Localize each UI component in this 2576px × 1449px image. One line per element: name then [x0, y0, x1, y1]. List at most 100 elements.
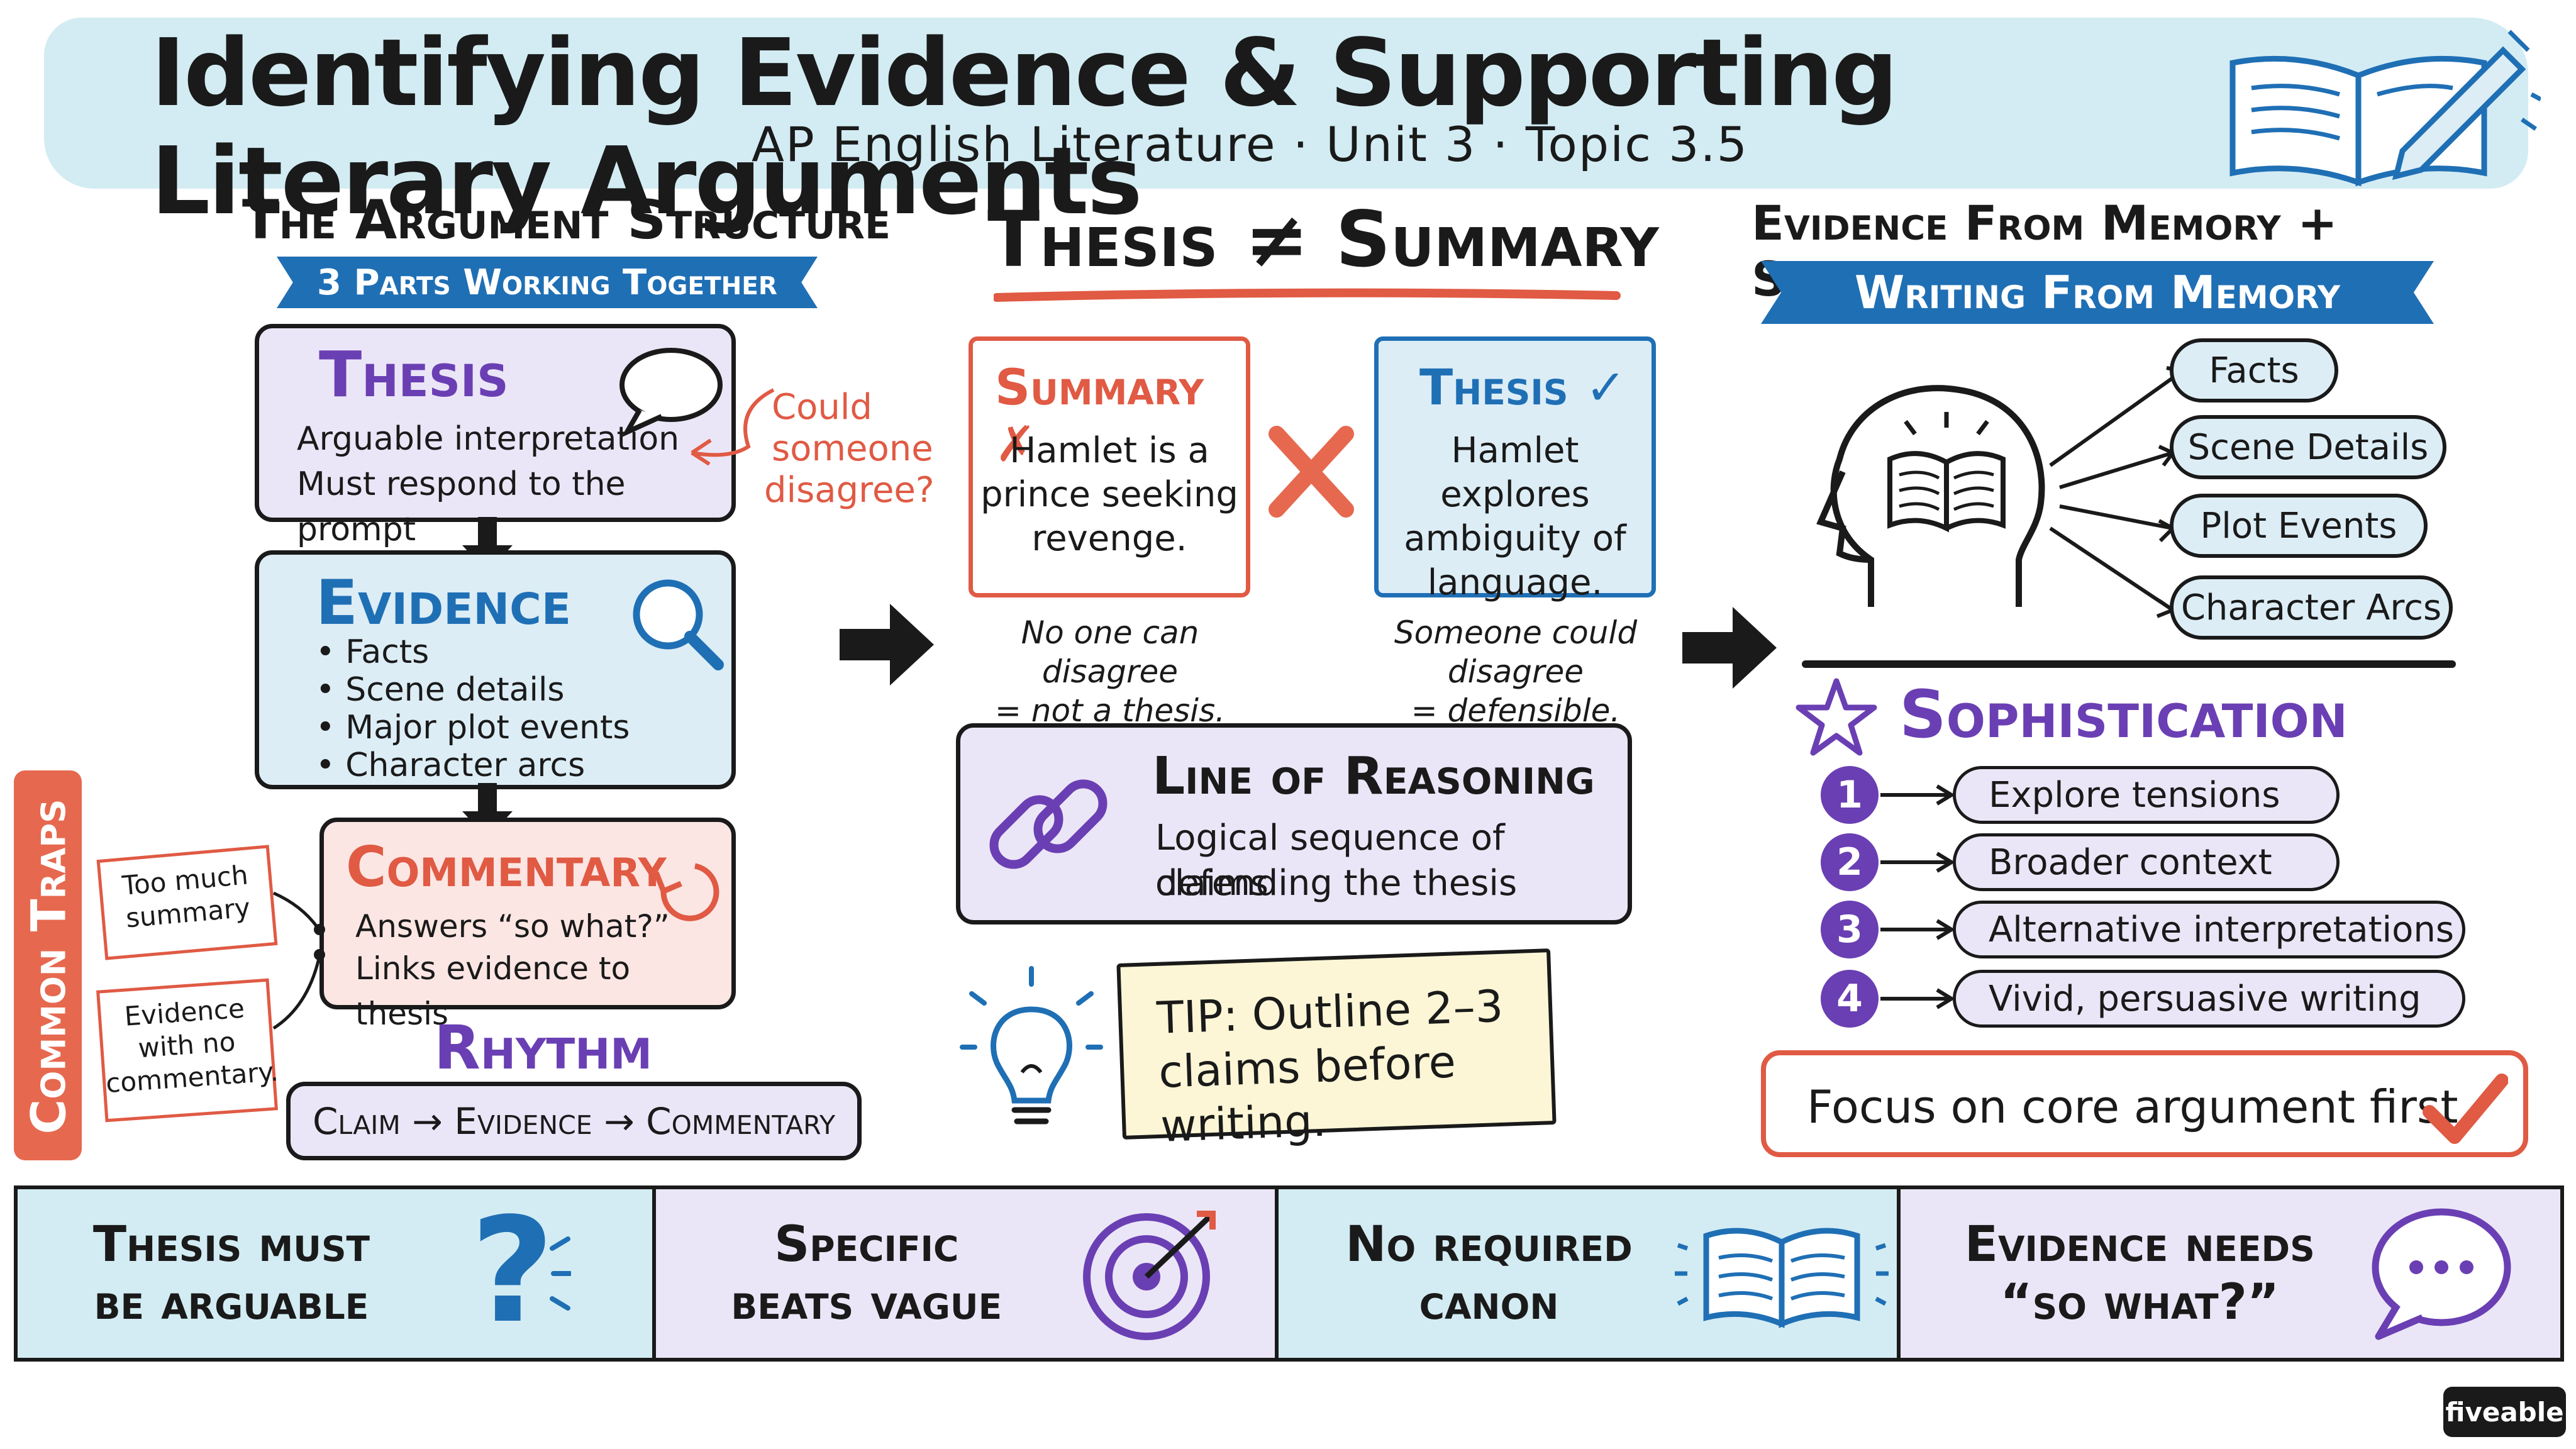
- thesis-example-line: language.: [1427, 562, 1603, 603]
- takeaway-line: No required: [1345, 1216, 1633, 1273]
- takeaway-line: be arguable: [94, 1274, 369, 1331]
- note-line: No one can disagree: [1021, 614, 1199, 690]
- head-book-icon: [1816, 385, 2045, 607]
- list-item: Facts: [316, 633, 630, 671]
- memory-arrows: [2049, 366, 2185, 618]
- magnifier-icon: [633, 579, 724, 670]
- callout-line-3: disagree?: [764, 470, 935, 511]
- list-item: Scene details: [316, 671, 630, 709]
- takeaway-line: Thesis must: [92, 1216, 370, 1273]
- right-arrow-icon: [840, 604, 934, 686]
- summary-line: revenge.: [1031, 518, 1187, 559]
- commentary-title: Commentary: [346, 835, 667, 899]
- callout-line-2: someone: [772, 428, 933, 469]
- takeaway-label: Thesis must be arguable: [18, 1216, 445, 1331]
- thesis-line-2: Must respond to the prompt: [297, 465, 626, 548]
- list-item: Major plot events: [316, 709, 630, 747]
- tip-note: TIP: Outline 2–3 claims before writing.: [1116, 948, 1557, 1152]
- sophistication-item: Vivid, persuasive writing: [1953, 970, 2465, 1028]
- summary-title: Summary ✗: [995, 360, 1204, 473]
- thesis-example: Hamlet explores ambiguity of language.: [1379, 429, 1652, 605]
- parts-ribbon: 3 Parts Working Together: [277, 257, 818, 308]
- checkmark-icon: [2423, 1074, 2508, 1144]
- key-takeaways-strip: Thesis must be arguable ? Specific beats…: [14, 1185, 2564, 1362]
- step-number: 1: [1821, 766, 1879, 824]
- list-item: Character arcs: [316, 747, 630, 784]
- takeaway-line: canon: [1419, 1274, 1559, 1331]
- line-of-reasoning-box: Line of Reasoning Logical sequence of cl…: [956, 723, 1632, 924]
- heading-underline: [994, 288, 1621, 302]
- callout-arrow-icon: [691, 388, 775, 465]
- thesis-example-line: ambiguity of: [1404, 518, 1626, 559]
- common-traps-label: Common Traps: [20, 799, 77, 1135]
- note-line: = defensible.: [1411, 692, 1621, 729]
- lightbulb-icon: [960, 966, 1103, 1124]
- step-arrows: [1880, 784, 1955, 1009]
- commentary-line-2: Links evidence to thesis: [355, 950, 631, 1032]
- question-mark-icon: ?: [470, 1204, 571, 1343]
- tip-line: claims before writing.: [1157, 1036, 1457, 1152]
- takeaway-line: Specific: [774, 1216, 959, 1273]
- argument-structure-heading: The Argument Structure: [242, 189, 891, 252]
- takeaway-label: Specific beats vague: [656, 1216, 1077, 1331]
- thesis-summary-heading: Thesis ≠ Summary: [987, 195, 1659, 284]
- reasoning-line-1: Logical sequence of claims: [1155, 818, 1505, 904]
- svg-text:?: ?: [470, 1204, 554, 1343]
- sophistication-item: Alternative interpretations: [1953, 901, 2465, 958]
- focus-text: Focus on core argument first.: [1807, 1080, 2473, 1133]
- speech-bubble-dots-icon: [2372, 1208, 2511, 1340]
- reasoning-title: Line of Reasoning: [1152, 747, 1595, 806]
- open-book-icon: [1674, 1228, 1889, 1328]
- summary-example: Hamlet is a prince seeking revenge.: [973, 429, 1246, 561]
- thesis-line-1: Arguable interpretation: [297, 420, 680, 458]
- disagree-callout: Could someone disagree?: [764, 387, 935, 511]
- thesis-title: Thesis: [319, 338, 509, 411]
- trap-card-summary: Too much summary: [96, 845, 278, 960]
- reasoning-line-2: defending the thesis: [1155, 863, 1518, 904]
- takeaway-so-what: Evidence needs “so what?”: [1901, 1189, 2560, 1358]
- circular-arrow-icon: [653, 863, 719, 921]
- section-divider: [1802, 660, 2456, 668]
- takeaway-line: “so what?”: [2000, 1274, 2280, 1331]
- summary-line: Hamlet is a: [1009, 430, 1209, 471]
- takeaway-line: beats vague: [731, 1274, 1002, 1331]
- takeaway-specific: Specific beats vague: [655, 1189, 1279, 1358]
- page-title: Identifying Evidence & Supporting Litera…: [151, 19, 1898, 235]
- page-subtitle: AP English Literature · Unit 3 · Topic 3…: [752, 116, 1749, 172]
- evidence-list: Facts Scene details Major plot events Ch…: [316, 633, 630, 784]
- takeaway-label: Evidence needs “so what?”: [1901, 1216, 2353, 1331]
- commentary-box: Commentary Answers “so what?” Links evid…: [319, 818, 736, 1032]
- summary-box: Summary ✗ Hamlet is a prince seeking rev…: [969, 336, 1250, 597]
- evidence-title: Evidence: [316, 567, 571, 639]
- book-pencil-icon: [2229, 30, 2541, 187]
- takeaway-canon: No required canon: [1278, 1189, 1901, 1358]
- speech-bubble-icon: [619, 348, 723, 438]
- star-icon: [1796, 678, 1877, 756]
- tip-text: TIP: Outline 2–3 claims before writing.: [1156, 977, 1553, 1153]
- common-traps-tab: [14, 770, 82, 1160]
- memory-pill-scene-details: Scene Details: [2170, 415, 2446, 479]
- memory-pill-facts: Facts: [2170, 338, 2338, 402]
- step-number: 3: [1821, 901, 1879, 958]
- sophistication-item: Broader context: [1953, 833, 2340, 891]
- thesis-example-box: Thesis ✓ Hamlet explores ambiguity of la…: [1374, 336, 1656, 603]
- summary-note: No one can disagree = not a thesis.: [962, 613, 1258, 730]
- takeaway-label: No required canon: [1279, 1216, 1675, 1331]
- target-icon: [1082, 1211, 1216, 1340]
- sophistication-item: Explore tensions: [1953, 766, 2340, 824]
- thesis-example-title: Thesis ✓: [1419, 360, 1627, 416]
- evidence-box: Evidence Facts Scene details Major plot …: [255, 550, 736, 789]
- trap-card-no-commentary: Evidence with no commentary.: [96, 978, 279, 1123]
- sophistication-title: Sophistication: [1899, 676, 2348, 753]
- right-arrow-icon: [1682, 607, 1777, 689]
- memory-pill-character-arcs: Character Arcs: [2170, 575, 2453, 640]
- note-line: = not a thesis.: [994, 692, 1226, 729]
- thesis-note: Someone could disagree = defensible.: [1346, 613, 1685, 730]
- note-line: Someone could disagree: [1394, 614, 1638, 690]
- fiveable-logo[interactable]: fiveable: [2443, 1387, 2566, 1437]
- commentary-line-1: Answers “so what?”: [355, 908, 670, 945]
- step-number: 4: [1821, 970, 1879, 1028]
- thesis-box: Thesis Arguable interpretation Must resp…: [255, 324, 736, 548]
- writing-memory-ribbon: Writing From Memory: [1761, 261, 2434, 324]
- focus-box: Focus on core argument first.: [1761, 1050, 2528, 1157]
